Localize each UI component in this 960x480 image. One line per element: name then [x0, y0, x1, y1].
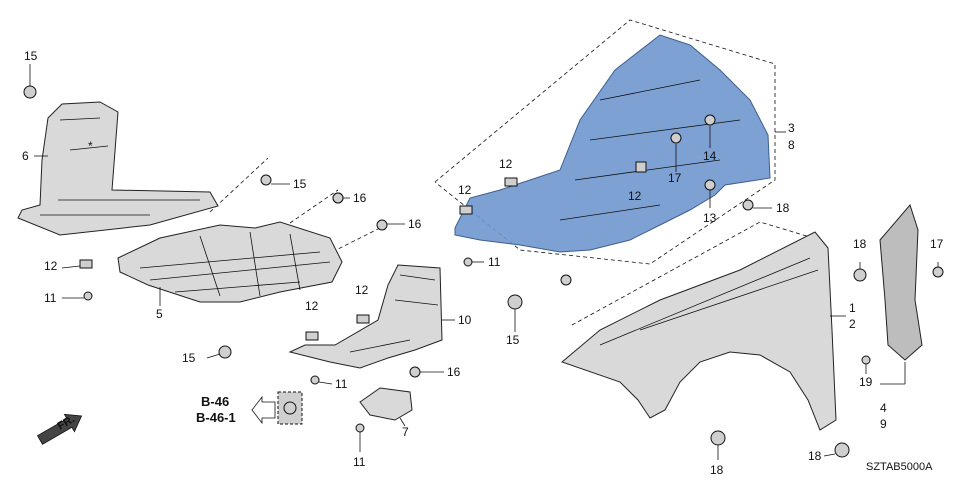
clip-16-c: [409, 366, 421, 378]
callout-10: 10: [458, 313, 472, 327]
inner-fender-liner-part: [454, 34, 771, 253]
clip-15-c: [507, 294, 523, 310]
side-splash-shield-part: [288, 264, 443, 369]
callout-1: 1: [849, 301, 856, 315]
bolt-18-c: [710, 430, 726, 446]
clip-16-b: [376, 219, 388, 231]
nut-12-c: [459, 205, 473, 215]
bolt-18-d: [834, 442, 850, 458]
callout-12: 12: [44, 259, 58, 273]
clip-17-b: [932, 266, 944, 278]
bolt-18-a: [742, 199, 754, 211]
front-fender-part: [561, 231, 837, 431]
callout-18: 18: [853, 237, 867, 251]
front-direction-arrow-icon: [36, 413, 83, 445]
clip-14: [704, 114, 716, 126]
callout-14: 14: [703, 149, 717, 163]
callout-8: 8: [788, 138, 795, 152]
ref-clip: [283, 401, 297, 415]
clip-16-d: [332, 192, 344, 204]
washer-19: [861, 355, 871, 365]
callout-11: 11: [44, 291, 57, 305]
nut-12-e: [305, 331, 319, 341]
callout-12: 12: [305, 299, 319, 313]
callout-13: 13: [703, 211, 717, 225]
callout-12: 12: [355, 283, 369, 297]
nut-12-d: [635, 161, 647, 173]
callout-15: 15: [182, 351, 196, 365]
callout-16: 16: [353, 191, 367, 205]
leader-lines: [29, 64, 939, 460]
clip-11-c: [310, 375, 320, 385]
reference-b461: B-46-1: [196, 410, 236, 425]
callout-18: 18: [808, 449, 822, 463]
diagram-code: SZTAB5000A: [866, 461, 933, 473]
callout-17: 17: [930, 237, 944, 251]
callout-6: 6: [22, 149, 29, 163]
callout-12: 12: [458, 183, 472, 197]
callout-12: 12: [499, 157, 513, 171]
fasteners: [23, 85, 944, 458]
callout-15: 15: [506, 333, 520, 347]
callout-11: 11: [335, 377, 348, 391]
callout-4: 4: [880, 401, 887, 415]
bracket-part: [359, 387, 413, 421]
callout-18: 18: [776, 201, 790, 215]
reference-b46: B-46: [201, 394, 229, 409]
under-cover-part: [117, 221, 343, 303]
clip-13: [704, 179, 716, 191]
callout-11: 11: [353, 455, 366, 469]
callout-15: 15: [293, 177, 307, 191]
clip-15-d: [218, 345, 232, 359]
bolt-18-b: [853, 268, 867, 282]
callout-18: 18: [710, 463, 724, 477]
asterisk-marker: *: [88, 139, 93, 153]
reference-arrow-icon: [251, 395, 276, 425]
callout-2: 2: [849, 317, 856, 331]
clip-spare: [560, 274, 572, 286]
callout-7: 7: [402, 425, 409, 439]
callout-17: 17: [668, 171, 682, 185]
clip-11-d: [355, 423, 365, 433]
clip-15-mid: [260, 174, 272, 186]
fender-bracket-part: [879, 203, 923, 361]
callout-3: 3: [788, 121, 795, 135]
clip-11-b: [463, 257, 473, 267]
nut-12-f: [356, 314, 370, 324]
assembly-outline: [209, 19, 821, 326]
callout-16: 16: [447, 365, 461, 379]
callout-5: 5: [156, 307, 163, 321]
callout-19: 19: [859, 375, 873, 389]
callout-15: 15: [24, 49, 38, 63]
clip-11-a: [83, 291, 93, 301]
clip-15-top: [23, 85, 37, 99]
callout-16: 16: [408, 217, 422, 231]
splash-shield-part: [17, 101, 219, 236]
callout-9: 9: [880, 417, 887, 431]
callout-11: 11: [488, 255, 501, 269]
nut-12-b: [504, 177, 518, 187]
callout-12: 12: [628, 189, 642, 203]
nut-12-a: [79, 259, 93, 269]
clip-17-a: [670, 132, 682, 144]
